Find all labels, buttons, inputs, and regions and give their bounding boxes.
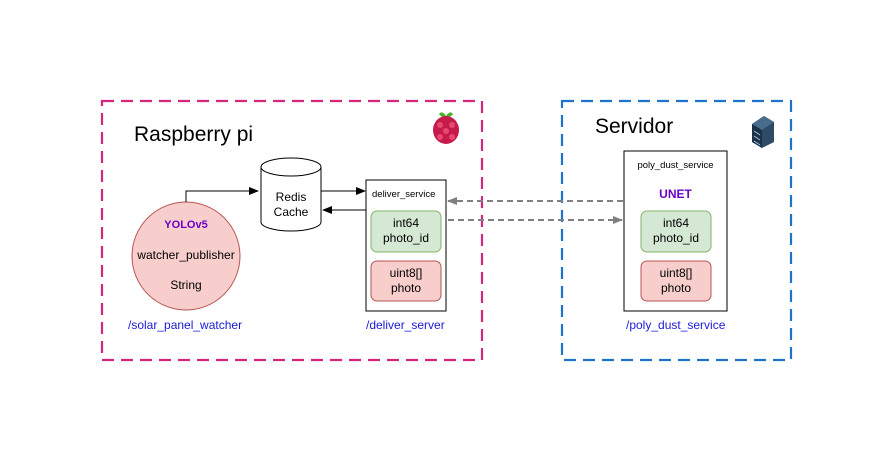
deliver-service-title: deliver_service (372, 189, 436, 200)
deliver-field1-name: photo_id (382, 231, 430, 245)
watcher-model-label: YOLOv5 (164, 219, 208, 231)
cache-label-line1: Redis (275, 190, 307, 204)
redis-cache-node (260, 157, 322, 232)
poly-field-photo-id-box (640, 210, 712, 253)
raspberry-pi-region (100, 99, 484, 362)
raspberry-pi-logo-icon (433, 112, 459, 144)
server-region (560, 99, 793, 362)
deliver-field-photo-id-box (370, 210, 442, 253)
deliver-field-photo-box (370, 260, 442, 302)
server-rack-icon (752, 116, 774, 148)
watcher-name-label: watcher_publisher (137, 248, 235, 262)
poly-field1-type: int64 (662, 216, 690, 230)
deliver-field2-type: uint8[] (389, 266, 423, 280)
cache-label-line2: Cache (273, 205, 309, 219)
deliver-path-label: /deliver_server (366, 318, 445, 332)
poly-field2-type: uint8[] (659, 266, 693, 280)
deliver-field1-type: int64 (392, 216, 420, 230)
poly-service-title: poly_dust_service (637, 160, 714, 171)
server-title: Servidor (595, 115, 674, 138)
poly-field1-name: photo_id (652, 231, 700, 245)
watcher-type-label: String (170, 278, 202, 292)
poly-field2-name: photo (660, 281, 692, 295)
poly-field-photo-box (640, 260, 712, 302)
watcher-path-label: /solar_panel_watcher (128, 318, 243, 332)
deliver-field2-name: photo (390, 281, 422, 295)
watcher-to-cache-arrow (185, 187, 259, 202)
poly-model-label: UNET (659, 187, 692, 201)
poly-path-label: /poly_dust_service (626, 318, 726, 332)
raspberry-pi-title: Raspberry pi (134, 123, 254, 146)
